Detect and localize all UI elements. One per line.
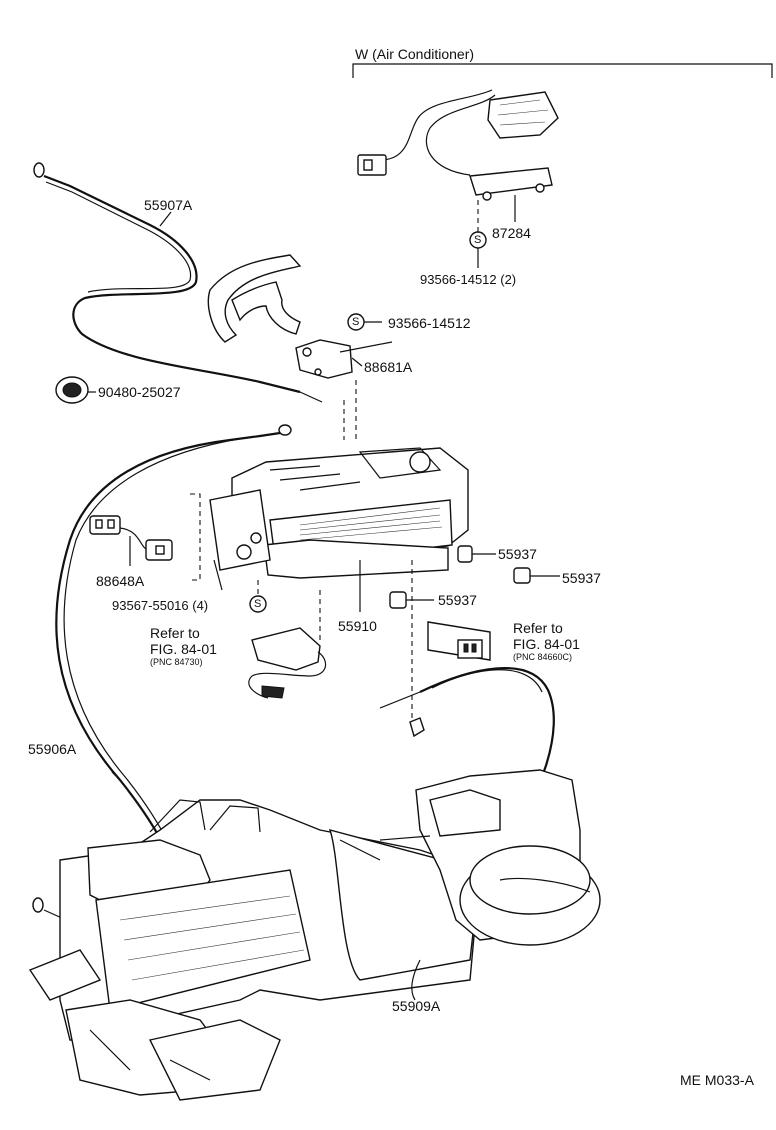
grommet-90480	[55, 376, 96, 404]
screw-letter-87284: S	[474, 234, 482, 246]
label-55937-a: 55937	[498, 546, 537, 562]
ref-left-pnc: (PNC 84730)	[150, 657, 203, 667]
label-55937-c: 55937	[438, 592, 477, 608]
ref-left-line2: FIG. 84-01	[150, 641, 217, 657]
label-93566-14512: 93566-14512	[388, 315, 471, 331]
label-55907A: 55907A	[144, 197, 193, 213]
ac-section-bracket	[352, 63, 773, 78]
label-93566-14512-2: 93566-14512 (2)	[420, 272, 517, 287]
heater-blower-assembly	[28, 769, 601, 1101]
label-55910: 55910	[338, 618, 377, 634]
label-88681A: 88681A	[364, 359, 413, 375]
ref-right-line2: FIG. 84-01	[513, 636, 580, 652]
ref-right-pnc: (PNC 84660C)	[513, 652, 573, 662]
label-55909A: 55909A	[392, 998, 441, 1014]
ac-switch-assembly	[357, 89, 559, 201]
knob-55937-c	[389, 591, 407, 609]
leader-55909A	[411, 959, 421, 1001]
screw-letter-93567: S	[254, 598, 262, 610]
label-87284: 87284	[492, 225, 531, 241]
ref-left-line1: Refer to	[150, 625, 200, 641]
ref-right-line1: Refer to	[513, 620, 563, 636]
switch-88681A	[295, 339, 393, 379]
hose-assembly	[207, 254, 302, 343]
knob-55937-a	[457, 545, 473, 563]
connector-88648A	[89, 515, 173, 566]
screw-letter-93566: S	[352, 316, 360, 328]
label-55937-b: 55937	[562, 570, 601, 586]
footer-code: ME M033-A	[680, 1072, 754, 1088]
section-header-ac: W (Air Conditioner)	[355, 46, 475, 62]
label-90480-25027: 90480-25027	[98, 384, 181, 400]
knob-55937-b	[513, 567, 531, 584]
ref-switch-84730	[248, 590, 327, 699]
label-55906A: 55906A	[28, 741, 77, 757]
control-unit-55910	[209, 447, 469, 591]
cable-55907A	[33, 162, 323, 403]
screw-symbol-93567	[249, 595, 267, 613]
label-93567-55016-4: 93567-55016 (4)	[112, 598, 209, 613]
ref-connector-84660C	[427, 621, 491, 661]
label-88648A: 88648A	[96, 573, 145, 589]
